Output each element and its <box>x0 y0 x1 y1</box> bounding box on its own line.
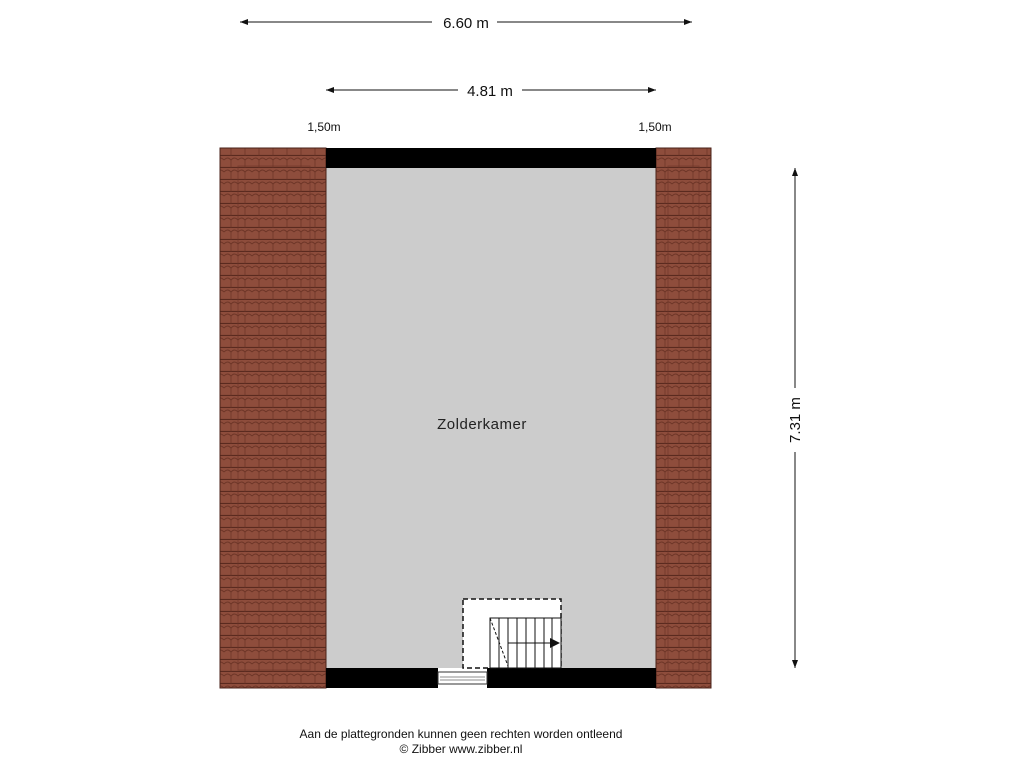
footer-disclaimer: Aan de plattegronden kunnen geen rechten… <box>299 727 623 741</box>
bottom-wall-left <box>326 668 438 688</box>
inner-width-dimension <box>326 87 656 93</box>
total-width-label: 6.60 m <box>443 15 489 32</box>
footer-copyright: © Zibber www.zibber.nl <box>399 742 523 756</box>
depth-label: 7.31 m <box>787 397 804 443</box>
left-roof-width-label: 1,50m <box>307 120 340 134</box>
attic-floor <box>326 168 656 668</box>
stair-direction-arrow <box>550 638 560 648</box>
top-wall <box>326 148 656 168</box>
window <box>437 671 488 685</box>
inner-width-label: 4.81 m <box>467 83 513 100</box>
depth-dimension <box>792 168 798 668</box>
right-roof-width-label: 1,50m <box>638 120 671 134</box>
right-roof-slope <box>655 147 712 689</box>
total-width-dimension <box>240 19 692 25</box>
room-label-zolderkamer: Zolderkamer <box>437 416 527 433</box>
stairwell <box>462 598 562 669</box>
bottom-wall-right <box>487 668 656 688</box>
left-roof-slope <box>219 147 327 689</box>
